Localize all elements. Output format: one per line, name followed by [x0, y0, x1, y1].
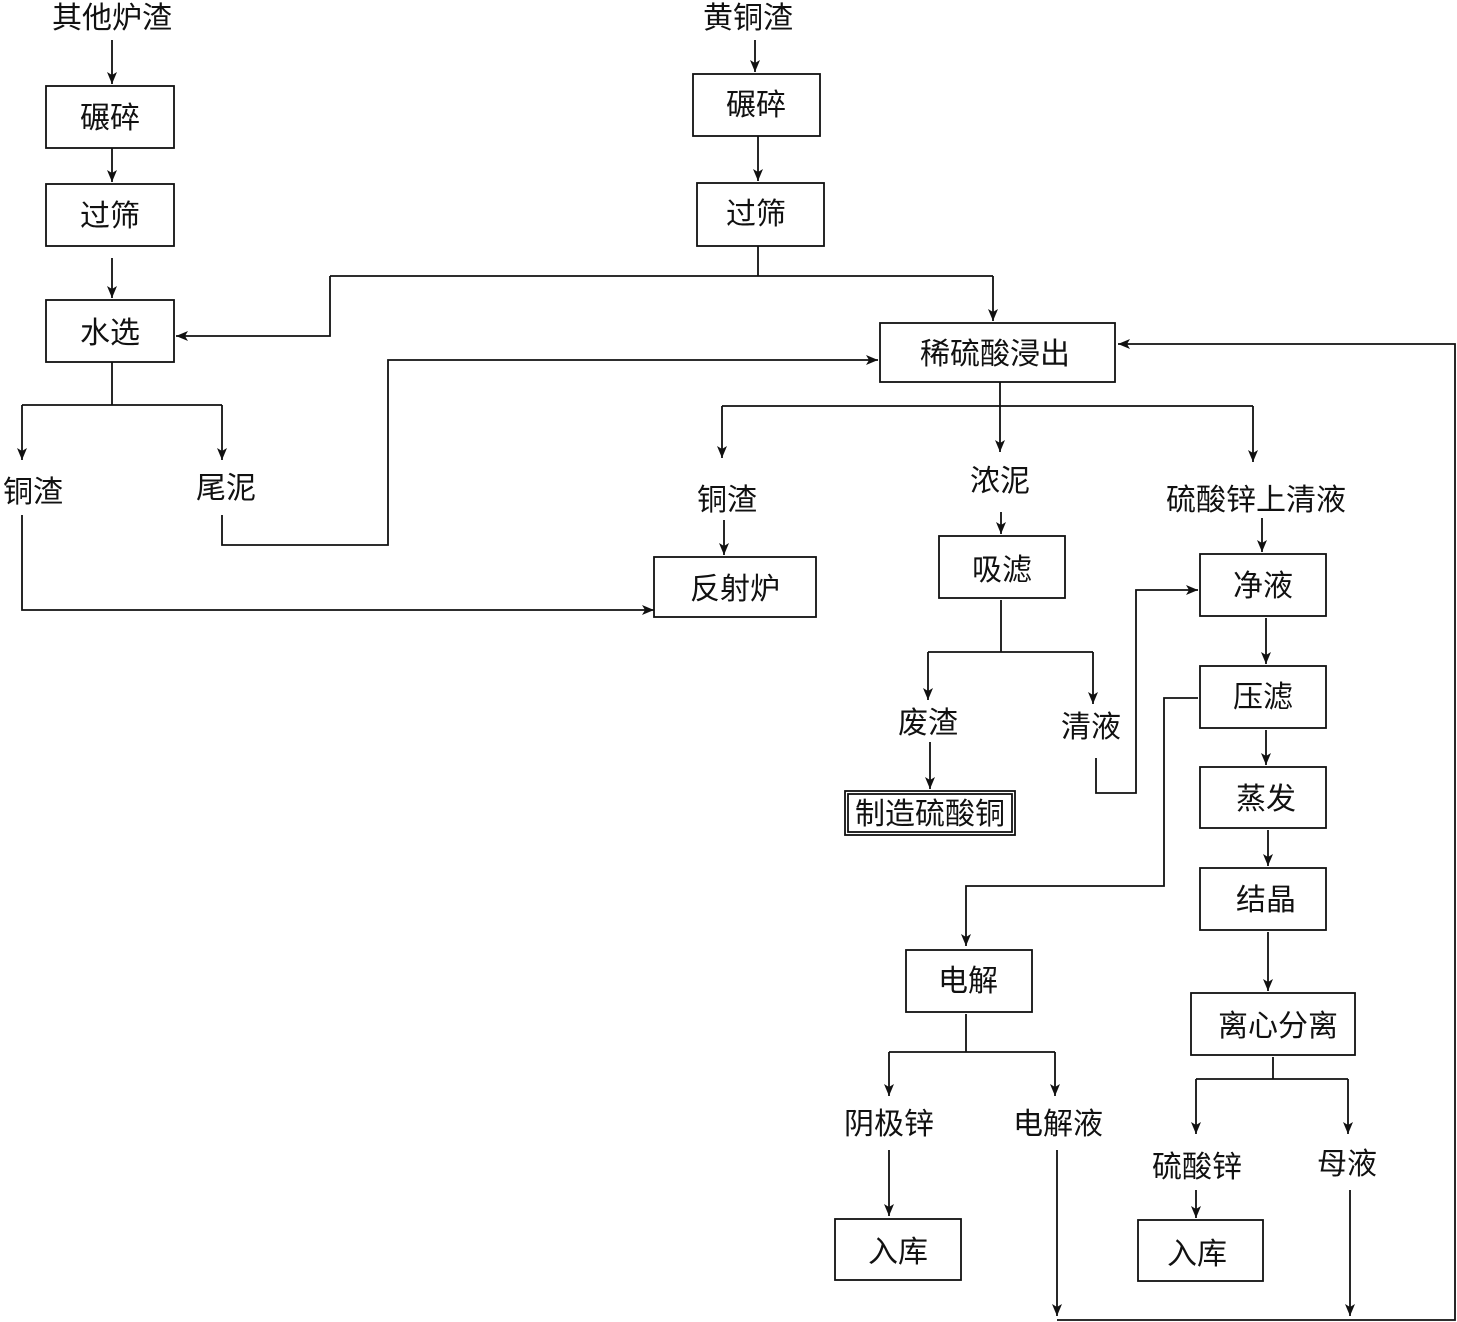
step-reverb-furnace-label: 反射炉 — [690, 572, 780, 607]
step-crush-left-label: 碾碎 — [80, 101, 140, 136]
step-store-left-label: 入库 — [868, 1235, 928, 1270]
step-store-right-label: 入库 — [1167, 1237, 1227, 1272]
line-acid-leach-split — [722, 382, 1253, 407]
arrow-tail-mud-to-acid-leach — [221, 355, 878, 546]
step-centrifuge: 离心分离 — [1190, 992, 1356, 1056]
step-acid-leach-label: 稀硫酸浸出 — [920, 337, 1070, 372]
step-crush-right-label: 碾碎 — [726, 88, 786, 123]
step-press-filter: 压滤 — [1199, 665, 1327, 729]
step-purify-label: 净液 — [1233, 569, 1293, 604]
step-acid-leach: 稀硫酸浸出 — [879, 322, 1116, 383]
label-znso4-product: 硫酸锌 — [1152, 1150, 1242, 1185]
step-make-cuso4: 制造硫酸铜 — [844, 790, 1016, 836]
label-tail-mud: 尾泥 — [196, 471, 256, 506]
step-centrifuge-label: 离心分离 — [1218, 1009, 1338, 1044]
arrow-clear-liquid-to-purify — [1095, 585, 1198, 794]
label-brass-slag: 黄铜渣 — [703, 1, 793, 36]
line-water-sep-split — [22, 362, 222, 406]
step-purify: 净液 — [1199, 553, 1327, 617]
step-make-cuso4-label: 制造硫酸铜 — [855, 797, 1005, 832]
label-copper-slag-mid: 铜渣 — [697, 483, 757, 518]
line-sieve-right-down — [330, 246, 993, 277]
step-water-sep: 水选 — [45, 299, 175, 363]
label-copper-slag-left: 铜渣 — [3, 475, 63, 510]
label-electrolyte: 电解液 — [1013, 1107, 1103, 1142]
step-crush-right: 碾碎 — [692, 73, 821, 137]
step-sieve-left-label: 过筛 — [80, 199, 140, 234]
step-sieve-right-label: 过筛 — [726, 197, 786, 232]
step-electrolysis-label: 电解 — [938, 964, 998, 999]
step-store-right: 入库 — [1137, 1219, 1264, 1282]
step-suction-filter: 吸滤 — [938, 535, 1066, 599]
step-store-left: 入库 — [834, 1218, 962, 1281]
label-cathode-zinc: 阴极锌 — [844, 1107, 934, 1142]
step-crystallize: 结晶 — [1199, 867, 1327, 931]
line-suction-split — [928, 600, 1093, 653]
label-clear-liquid: 清液 — [1061, 710, 1121, 745]
step-electrolysis: 电解 — [905, 949, 1033, 1013]
line-centrifuge-split — [1196, 1057, 1348, 1080]
step-evaporate-label: 蒸发 — [1236, 782, 1296, 817]
label-other-slag: 其他炉渣 — [52, 1, 172, 36]
connectors — [17, 40, 1456, 1321]
step-press-filter-label: 压滤 — [1233, 680, 1293, 715]
step-sieve-left: 过筛 — [45, 183, 175, 247]
step-water-sep-label: 水选 — [80, 316, 140, 351]
arrow-to-water-sep — [176, 276, 331, 341]
arrow-press-to-electrolysis — [961, 697, 1198, 946]
label-znso4-supernatant: 硫酸锌上清液 — [1166, 483, 1346, 518]
label-waste-slag: 废渣 — [898, 706, 958, 741]
step-sieve-right: 过筛 — [696, 182, 825, 247]
step-evaporate: 蒸发 — [1199, 766, 1327, 829]
label-thick-mud: 浓泥 — [970, 464, 1030, 499]
step-suction-filter-label: 吸滤 — [972, 553, 1032, 588]
arrow-recycle-to-acid-leach — [1057, 339, 1456, 1321]
step-crush-left: 碾碎 — [45, 85, 175, 149]
step-reverb-furnace: 反射炉 — [653, 556, 817, 618]
label-mother-liquor: 母液 — [1317, 1147, 1377, 1182]
line-electrolysis-split — [889, 1014, 1055, 1053]
step-crystallize-label: 结晶 — [1236, 883, 1296, 918]
arrow-copper-slag-to-furnace — [21, 515, 654, 615]
